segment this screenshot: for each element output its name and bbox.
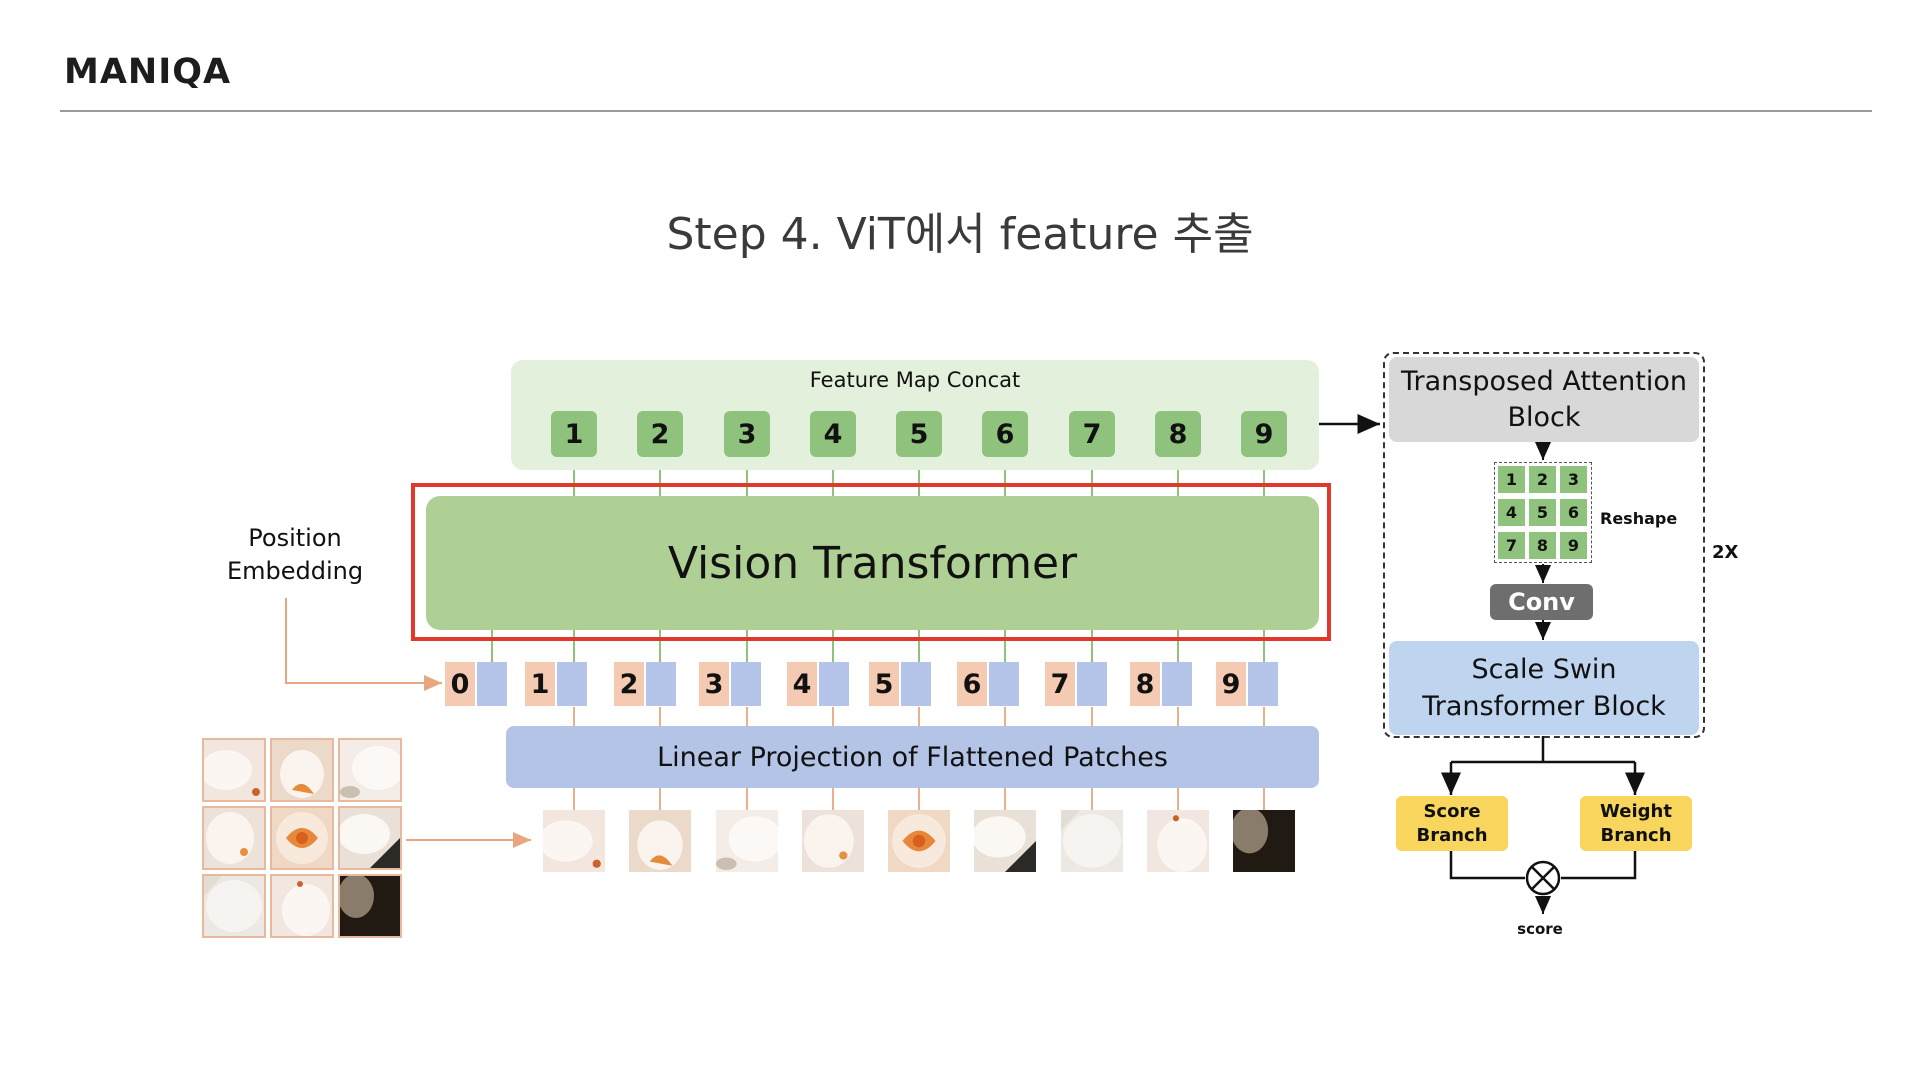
patch-embedding-token <box>646 662 676 706</box>
linear-projection-block: Linear Projection of Flattened Patches <box>506 726 1319 788</box>
feature-token: 1 <box>551 411 597 457</box>
input-image-cell <box>338 874 402 938</box>
reshape-grid-cell: 6 <box>1560 499 1587 526</box>
reshape-grid-cell: 8 <box>1529 532 1556 559</box>
input-image-cell <box>270 806 334 870</box>
vit-highlight-frame <box>411 483 1331 641</box>
header-divider <box>60 110 1872 112</box>
image-patch <box>1147 810 1209 872</box>
slide-title: Step 4. ViT에서 feature 추출 <box>666 209 1254 260</box>
reshape-grid-cell: 7 <box>1498 532 1525 559</box>
score-branch-block: Score Branch <box>1396 796 1508 851</box>
image-patch <box>1061 810 1123 872</box>
patch-embedding-token <box>557 662 587 706</box>
position-embedding-token: 4 <box>787 662 817 706</box>
position-embedding-label: Position Embedding <box>226 524 364 585</box>
feature-token: 8 <box>1155 411 1201 457</box>
input-image-cell <box>338 806 402 870</box>
position-embedding-token: 7 <box>1045 662 1075 706</box>
image-patch <box>629 810 691 872</box>
patch-embedding-token <box>1248 662 1278 706</box>
input-image-cell <box>270 738 334 802</box>
input-image-cell <box>202 738 266 802</box>
feature-token: 6 <box>982 411 1028 457</box>
image-patch <box>543 810 605 872</box>
patch-embedding-token <box>1077 662 1107 706</box>
position-embedding-token: 6 <box>957 662 987 706</box>
transposed-attention-block: Transposed Attention Block <box>1389 357 1699 442</box>
patch-embedding-token <box>731 662 761 706</box>
transposed-attention-dashed-group <box>1383 352 1705 738</box>
image-patch <box>888 810 950 872</box>
reshape-grid-cell: 1 <box>1498 466 1525 493</box>
position-embedding-token: 8 <box>1130 662 1160 706</box>
repeat-label: 2X <box>1712 541 1739 563</box>
patch-embedding-token <box>989 662 1019 706</box>
input-image-cell <box>338 738 402 802</box>
position-embedding-token: 2 <box>614 662 644 706</box>
position-embedding-token: 1 <box>525 662 555 706</box>
feature-token: 4 <box>810 411 856 457</box>
patch-embedding-token <box>819 662 849 706</box>
position-embedding-token: 9 <box>1216 662 1246 706</box>
input-image-cell <box>202 874 266 938</box>
input-image-grid <box>202 738 402 938</box>
feature-map-concat-label: Feature Map Concat <box>809 368 1021 392</box>
reshape-grid-cell: 3 <box>1560 466 1587 493</box>
feature-token: 3 <box>724 411 770 457</box>
image-patch <box>802 810 864 872</box>
reshape-label: Reshape <box>1600 508 1678 528</box>
position-embedding-token: 3 <box>699 662 729 706</box>
reshape-grid-cell: 2 <box>1529 466 1556 493</box>
vision-transformer-block: Vision Transformer <box>426 496 1319 630</box>
position-embedding-token: 5 <box>869 662 899 706</box>
input-image-cell <box>202 806 266 870</box>
circled-times-icon <box>1525 860 1561 896</box>
slide-header: MANIQA <box>64 52 232 92</box>
reshape-grid-cell: 9 <box>1560 532 1587 559</box>
image-patch <box>1233 810 1295 872</box>
score-label: score <box>1517 920 1563 938</box>
weight-branch-block: Weight Branch <box>1580 796 1692 851</box>
reshape-grid-cell: 4 <box>1498 499 1525 526</box>
image-patch <box>716 810 778 872</box>
feature-token: 5 <box>896 411 942 457</box>
conv-block: Conv <box>1490 584 1593 620</box>
feature-token: 7 <box>1069 411 1115 457</box>
patch-embedding-token <box>1162 662 1192 706</box>
feature-token: 9 <box>1241 411 1287 457</box>
position-embedding-token: 0 <box>445 662 475 706</box>
patch-embedding-token <box>901 662 931 706</box>
feature-token: 2 <box>637 411 683 457</box>
patch-embedding-token <box>477 662 507 706</box>
reshape-grid-cell: 5 <box>1529 499 1556 526</box>
input-image-cell <box>270 874 334 938</box>
scale-swin-transformer-block: Scale Swin Transformer Block <box>1389 641 1699 735</box>
image-patch <box>974 810 1036 872</box>
